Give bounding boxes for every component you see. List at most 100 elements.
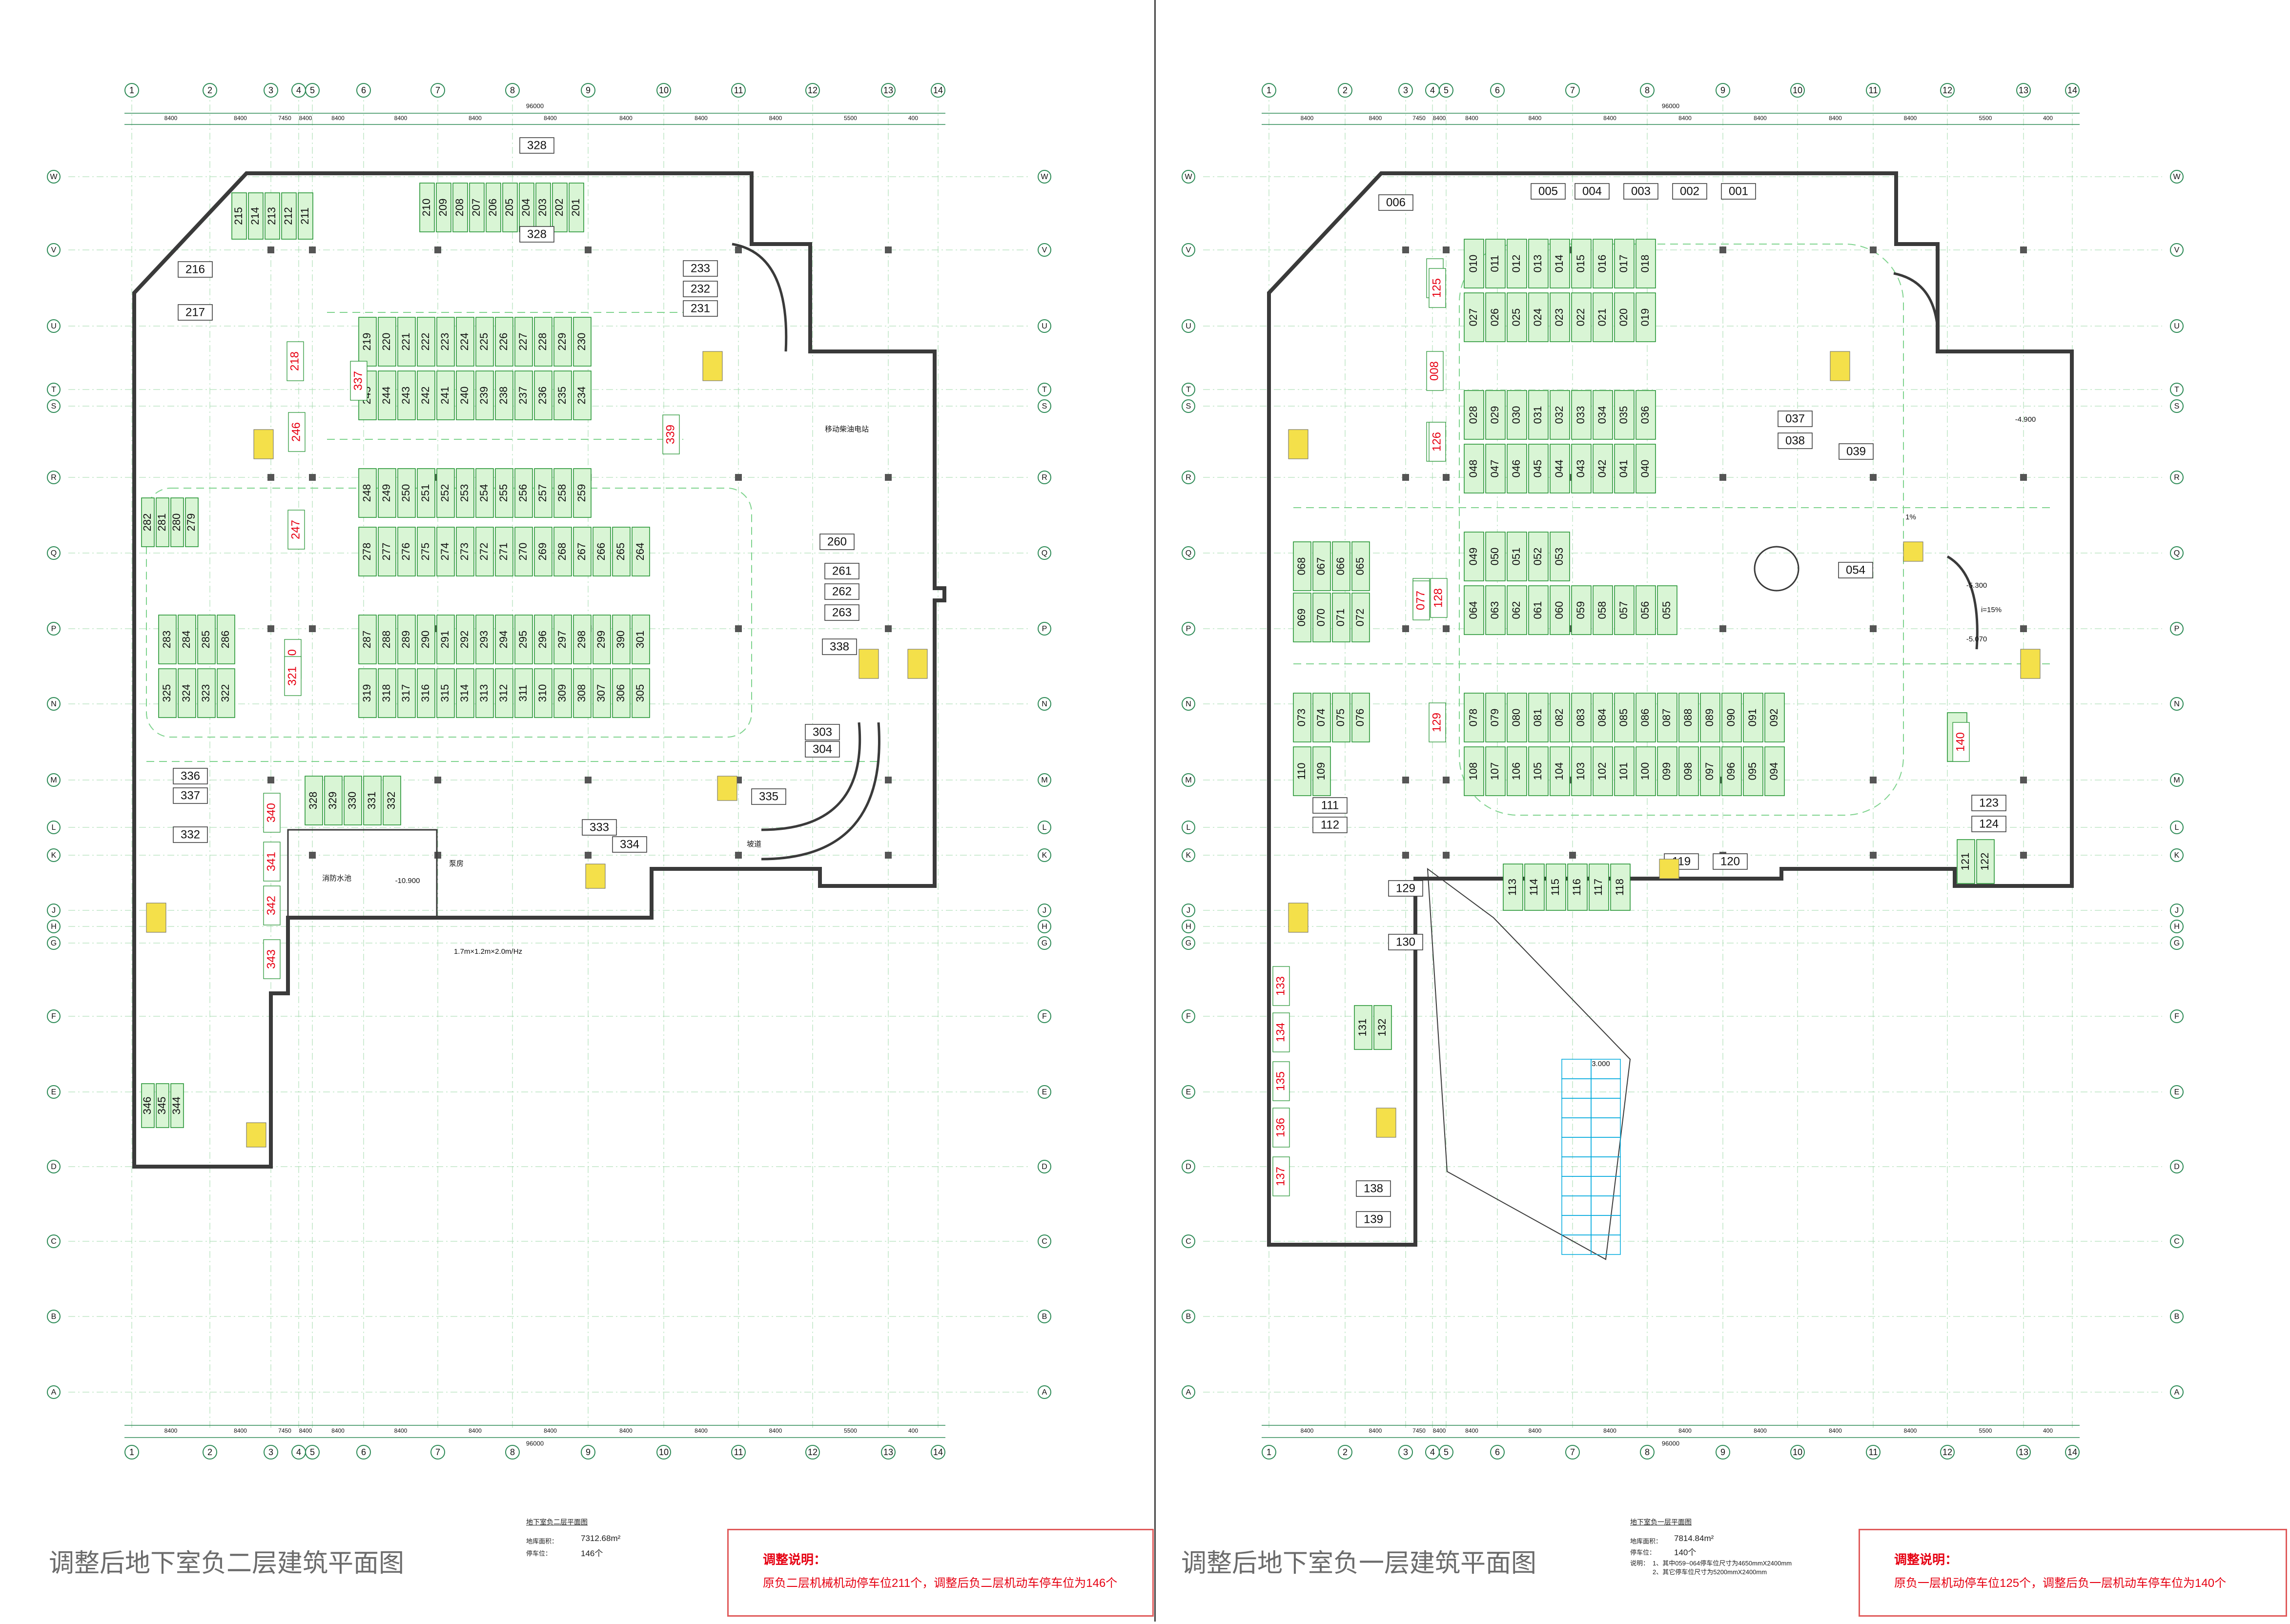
parking-stall [1546,863,1566,911]
stall-number: 034 [1596,406,1608,424]
axis-bubble [2016,83,2031,98]
dimension-text: 8400 [619,115,633,122]
axis-row-label: Q [2174,549,2180,557]
parking-stall [593,668,611,718]
axis-bubble [2170,1160,2184,1173]
axis-bubble [47,399,61,413]
parking-stall [519,183,534,232]
stall-adjusted [1429,422,1446,462]
structural-column [1870,474,1877,481]
room-text: -5.070 [1966,635,1987,643]
room-box [822,638,857,655]
structural-column [885,852,892,859]
axis-row-label: J [1043,906,1046,915]
total-dimension: 96000 [1662,1439,1679,1447]
stall-number: 040 [1639,460,1651,478]
dimension-text: 5500 [844,115,857,122]
stall-number: 265 [614,543,627,561]
parking-stall [573,370,592,420]
room-text: -4.900 [2015,415,2036,424]
axis-bubble [203,83,217,98]
axis-bubble [1790,83,1805,98]
structural-column [1870,625,1877,632]
parking-stall [1614,444,1635,493]
axis-col-label: 9 [586,1447,591,1457]
dimension-text: 8400 [1904,115,1917,122]
stall-number: 224 [458,333,470,351]
ramp-wall [761,722,880,861]
parking-stall [358,615,377,664]
stall-number: 089 [1703,709,1716,727]
room-number: 260 [827,535,847,548]
parking-stall [1636,693,1656,742]
axis-bubble [2170,821,2184,834]
structural-column [585,852,592,859]
axis-bubble [47,920,61,933]
axis-col-label: 4 [1430,1447,1435,1457]
parking-stall [514,317,533,367]
drive-aisle [146,488,752,738]
axis-bubble [2170,546,2184,560]
stall-adjusted [288,412,306,452]
right-table-heading: 地下室负一层平面图 [1630,1518,1692,1526]
structural-column [585,777,592,783]
parking-stall [1507,239,1527,288]
axis-bubble [2170,319,2184,333]
axis-bubble [264,1445,278,1460]
stall-number: 053 [1553,548,1565,566]
axis-col-label: 9 [586,85,591,95]
structural-column [1402,474,1409,481]
stall-number: 097 [1703,762,1716,781]
axis-row-label: S [2174,402,2180,411]
stall-number: 132 [1376,1019,1388,1037]
axis-row-label: K [2174,851,2180,860]
axis-bubble [1038,1234,1051,1248]
parking-stall [1485,292,1506,342]
parking-stall [1743,693,1763,742]
axis-row-label: Q [1186,549,1191,557]
axis-row-label: D [1042,1163,1047,1171]
stall-number: 305 [634,684,646,702]
stair-core [1288,903,1309,933]
structural-column [735,852,742,859]
dimension-text: 8400 [1433,115,1446,122]
axis-row-label: J [1186,906,1190,915]
parking-stall [553,615,572,664]
axis-row-label: E [1042,1088,1047,1096]
dimension-text: 8400 [544,1427,557,1434]
stall-number: 250 [400,484,412,502]
axis-col-label: 5 [310,85,315,95]
room-number: 217 [185,306,205,319]
stall-number: 345 [156,1097,168,1115]
stall-number: 281 [156,514,168,532]
parking-stall [553,668,572,718]
stall-adjusted [350,361,368,401]
axis-bubble [47,1160,61,1173]
right-remark-label: 说明： [1630,1560,1650,1567]
axis-row-label: B [2174,1313,2180,1321]
parking-stall [1593,746,1613,796]
axis-row-label: H [51,923,57,931]
axis-row-label: L [1186,823,1191,832]
stall-number: 074 [1315,709,1327,727]
stair-core [146,903,166,933]
parking-stall [1614,585,1635,635]
axis-row-label: F [2174,1012,2179,1021]
stall-number: 214 [249,207,261,225]
axis-bubble [2170,1085,2184,1099]
parking-stall [1528,292,1549,342]
axis-bubble [1439,83,1453,98]
stall-number: 332 [385,792,397,810]
room-number: 328 [527,227,547,241]
axis-row-label: H [1186,923,1191,931]
axis-bubble [2170,170,2184,184]
stall-adjusted [1426,351,1444,391]
parking-stall [1593,292,1613,342]
room-box [1713,853,1748,870]
axis-col-label: 3 [1403,85,1408,95]
axis-bubble [47,383,61,396]
parking-stall [1589,863,1609,911]
parking-stall [495,668,513,718]
right-count-value: 140个 [1674,1548,1697,1557]
